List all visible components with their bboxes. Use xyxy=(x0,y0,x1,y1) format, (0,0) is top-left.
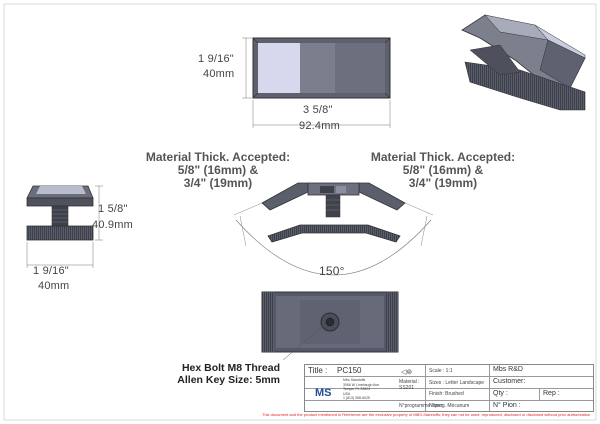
title-block: Title : PC150 ◁⊚ Scale : 1:1 Sizes : Let… xyxy=(304,364,594,412)
title-value: PC150 xyxy=(337,366,362,375)
sheet-border xyxy=(3,3,597,421)
material-label: Material : xyxy=(399,379,420,385)
company-address: Mbs Standoffs 3066 W Linebaugh Ave Tampa… xyxy=(343,378,379,401)
addr-line3: Tampa, FL 33624 xyxy=(343,387,371,391)
material-left: Material Thick. Accepted: 5/8" (16mm) & … xyxy=(133,151,303,190)
scale: Scale : 1:1 xyxy=(429,368,453,374)
top-width-in: 3 5/8" xyxy=(303,104,333,116)
company-logo: MS xyxy=(315,387,332,399)
property-notice: This document and the product mentioned … xyxy=(262,412,591,417)
projection-icon: ◁⊚ xyxy=(401,369,413,376)
material-right-line2: 5/8" (16mm) & xyxy=(402,163,484,177)
isometric-view xyxy=(461,14,586,111)
material-value: SS201 xyxy=(399,385,415,391)
material-left-line2: 5/8" (16mm) & xyxy=(177,163,259,177)
front-view xyxy=(233,182,434,276)
rep: Rep : xyxy=(543,390,560,397)
customer: Customer: xyxy=(493,378,526,385)
left-height-in: 1 5/8" xyxy=(98,203,128,215)
mbs-rd: Mbs R&D xyxy=(493,366,523,373)
npion: N° Pion : xyxy=(493,402,521,409)
addr-line4: USA xyxy=(343,391,351,396)
top-width-mm: 92.4mm xyxy=(299,120,340,132)
material-left-line1: Material Thick. Accepted: xyxy=(145,150,291,164)
material-right-line3: 3/4" (19mm) xyxy=(408,176,478,190)
hex-callout-line2: Allen Key Size: 5mm xyxy=(177,374,280,386)
material-left-line3: 3/4" (19mm) xyxy=(183,176,253,190)
angle-label: 150° xyxy=(319,264,345,278)
nprog: N°prog. Mécanum xyxy=(429,403,470,409)
nprog2: N°programme laser: xyxy=(399,403,444,409)
sizes: Sizes : Letter Landscape xyxy=(429,380,485,386)
hex-callout: Hex Bolt M8 Thread Allen Key Size: 5mm xyxy=(176,362,280,386)
qty: Qty : xyxy=(493,390,508,397)
top-view xyxy=(242,37,391,128)
addr-line5: 1 (813) 358-6025 xyxy=(343,396,370,400)
bottom-view xyxy=(261,291,399,361)
addr-line2: 3066 W Linebaugh Ave xyxy=(343,382,380,387)
finish: Finish: Brushed xyxy=(429,391,464,397)
title-label: Title : xyxy=(308,366,328,375)
material-right: Material Thick. Accepted: 5/8" (16mm) & … xyxy=(358,151,528,190)
addr-line1: Mbs Standoffs xyxy=(343,378,366,382)
material-right-line1: Material Thick. Accepted: xyxy=(370,150,516,164)
left-width-mm: 40mm xyxy=(38,280,70,292)
top-height-in: 1 9/16" xyxy=(198,53,234,65)
top-height-mm: 40mm xyxy=(203,68,235,80)
hex-callout-line1: Hex Bolt M8 Thread xyxy=(181,362,280,374)
left-height-mm: 40.9mm xyxy=(92,219,133,231)
left-side-view xyxy=(26,185,103,268)
left-width-in: 1 9/16" xyxy=(33,265,69,277)
